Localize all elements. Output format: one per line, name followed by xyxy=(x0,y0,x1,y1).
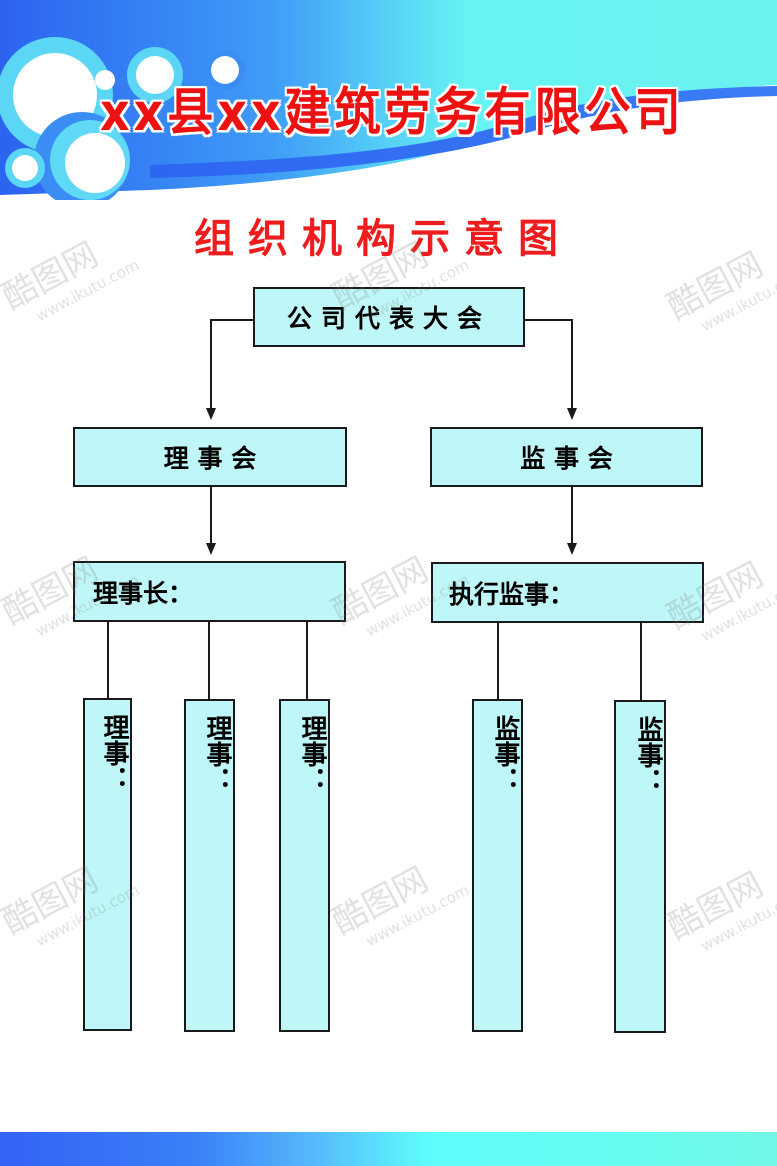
node-director-3: 理事： xyxy=(279,699,330,1032)
banner-background xyxy=(0,0,777,200)
diagram-title: 组织机构示意图 xyxy=(194,216,572,262)
node-label: 理事： xyxy=(297,715,327,793)
header-banner: xx县xx建筑劳务有限公司 xyxy=(0,0,777,200)
node-chairman: 理事长： xyxy=(73,561,346,622)
node-director-2: 理事： xyxy=(184,699,235,1032)
footer-band xyxy=(0,1132,777,1166)
node-executive-supervisor: 执行监事： xyxy=(431,562,704,623)
node-supervisor-2: 监事： xyxy=(614,700,666,1033)
node-label: 监 事 会 xyxy=(520,444,613,473)
node-shareholders-congress: 公司代表大会 xyxy=(253,287,525,347)
node-label: 理事长： xyxy=(93,578,194,608)
node-label: 执行监事： xyxy=(449,579,575,609)
node-supervisor-1: 监事： xyxy=(472,699,523,1032)
node-label: 监事： xyxy=(633,716,663,794)
node-label: 公司代表大会 xyxy=(286,304,491,333)
company-name: xx县xx建筑劳务有限公司 xyxy=(100,82,685,143)
node-label: 理事： xyxy=(202,715,232,793)
node-board-of-supervisors: 监 事 会 xyxy=(430,427,703,487)
node-director-1: 理事： xyxy=(83,698,132,1031)
node-label: 理 事 会 xyxy=(163,444,257,473)
node-board-of-directors: 理 事 会 xyxy=(73,427,347,487)
node-label: 监事： xyxy=(490,715,520,793)
node-label: 理事： xyxy=(99,714,129,792)
